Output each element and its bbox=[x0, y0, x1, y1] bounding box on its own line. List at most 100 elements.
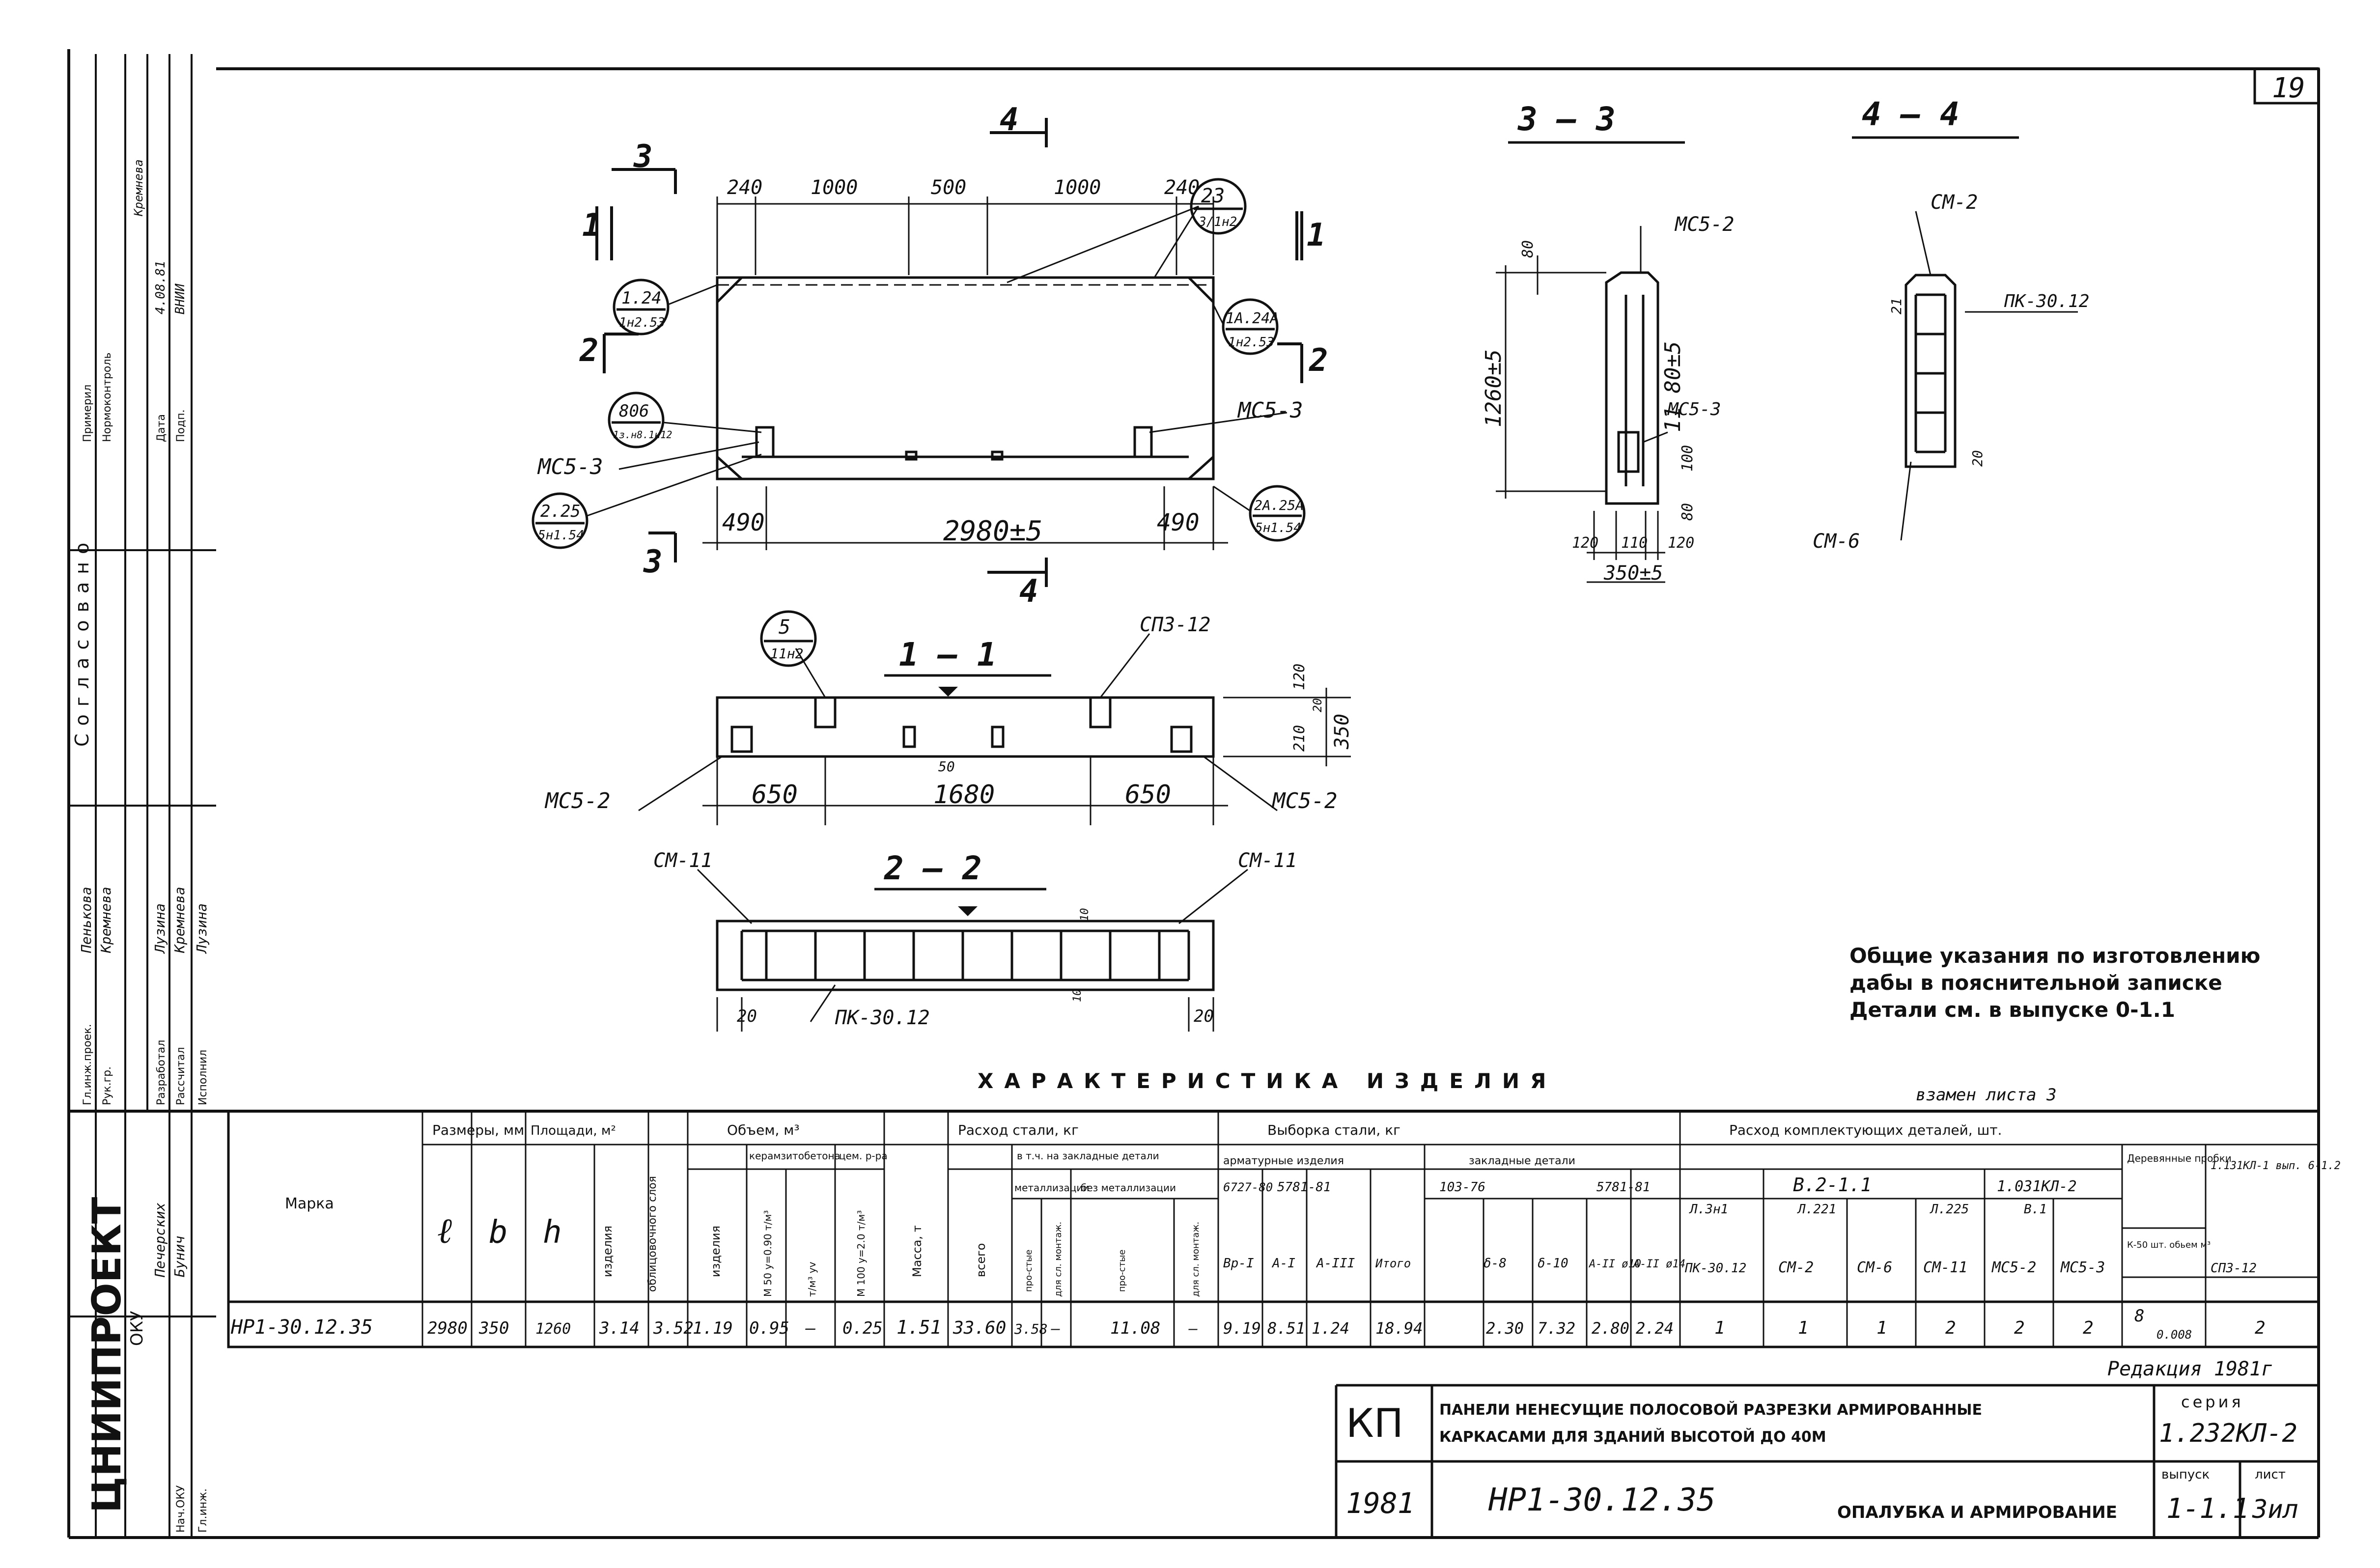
label-ms53-right: МС5-3 bbox=[1237, 398, 1303, 423]
hdr-steel-nomet: без металлизации bbox=[1081, 1182, 1176, 1194]
role-1: Рук.гр. bbox=[101, 1066, 113, 1105]
hdr-c-sm6: СМ-6 bbox=[1857, 1259, 1892, 1276]
cell-area-item: 3.14 bbox=[599, 1318, 640, 1338]
general-notes: Общие указания по изготовлению дабы в по… bbox=[1849, 944, 2260, 1022]
cell-e4: 2.24 bbox=[1636, 1319, 1674, 1338]
cell-c-sm2: 1 bbox=[1798, 1318, 1809, 1338]
top-name-0: Кремнева bbox=[132, 159, 145, 217]
section-mark-4-top: 4 bbox=[1000, 102, 1019, 138]
section-44-title: 4 — 4 bbox=[1862, 95, 1960, 133]
hdr-p-sub3: Л.225 bbox=[1930, 1202, 1969, 1217]
note-line-0: Общие указания по изготовлению bbox=[1849, 944, 2260, 968]
cell-e3: 2.80 bbox=[1592, 1319, 1629, 1338]
section-44-label-2: СМ-6 bbox=[1813, 530, 1860, 553]
section-22-label-0: СМ-11 bbox=[653, 849, 712, 872]
hdr-c-ms52: МС5-2 bbox=[1991, 1259, 2036, 1276]
hdr-steel-incl: в т.ч. на закладные детали bbox=[1017, 1150, 1159, 1162]
label-ms53-left: МС5-3 bbox=[537, 454, 603, 479]
section-22-dim-2: 10 bbox=[1079, 908, 1091, 922]
cell-steel-mont: — bbox=[1051, 1320, 1060, 1338]
hdr-a-aiii: А-III bbox=[1316, 1256, 1355, 1271]
callout-n-2: 1А.24А bbox=[1226, 310, 1279, 327]
top-role-1: Нормоконтроль bbox=[101, 353, 113, 442]
callout-ref-4: 5н1.54 bbox=[538, 528, 584, 543]
role2-1: Гл.инж. bbox=[197, 1488, 209, 1533]
cell-e2: 7.32 bbox=[1538, 1319, 1575, 1338]
hdr-area-item: изделия bbox=[601, 1226, 615, 1277]
section-mark-1-left: 1 bbox=[582, 207, 601, 244]
organization-label: ЦНИИПРОЕКТ bbox=[84, 1197, 130, 1513]
cell-c-ms53: 2 bbox=[2083, 1318, 2094, 1338]
dim-bottom-0: 490 bbox=[722, 509, 765, 536]
section-mark-1-right: 1 bbox=[1307, 217, 1326, 253]
title-subtitle: ОПАЛУБКА И АРМИРОВАНИЕ bbox=[1837, 1503, 2117, 1522]
name-3: Кремнева bbox=[171, 887, 188, 953]
dept-entry: ВНИИ bbox=[173, 283, 188, 314]
hdr-c-spz: СПЗ-12 bbox=[2211, 1261, 2257, 1276]
dim-top-0: 240 bbox=[727, 176, 762, 199]
hdr-mark: Марка bbox=[285, 1195, 334, 1212]
section-4-4: 4 — 4 СМ-2 ПК-30.12 СМ-6 21 20 bbox=[1813, 95, 2089, 553]
section-33-dimv-1: 1260±5 bbox=[1481, 349, 1506, 427]
dim-bottom-2: 490 bbox=[1157, 509, 1200, 536]
name2-0: Печерских bbox=[152, 1203, 168, 1278]
section-33-title: 3 — 3 bbox=[1517, 100, 1616, 138]
hdr-a-ai: А-I bbox=[1271, 1256, 1295, 1271]
hdr-p-sub5: К-50 шт. обьем м³ bbox=[2127, 1240, 2211, 1250]
hdr-a-bri: Вр-I bbox=[1223, 1256, 1254, 1271]
section-44-dim-0: 21 bbox=[1888, 298, 1904, 314]
cell-c-sm11: 2 bbox=[1945, 1318, 1956, 1338]
section-33-dimv-3: 100 bbox=[1679, 445, 1696, 472]
cell-vol-item: 1.19 bbox=[693, 1318, 733, 1338]
hdr-emb: закладные детали bbox=[1469, 1155, 1575, 1167]
level-marker-icon-2 bbox=[958, 906, 978, 916]
hdr-steel-total: всего bbox=[974, 1243, 988, 1277]
hdr-c-sm2: СМ-2 bbox=[1778, 1259, 1814, 1276]
name-0: Пенькова bbox=[78, 887, 94, 953]
hdr-arm: арматурные изделия bbox=[1223, 1155, 1344, 1167]
hdr-steel-met: металлизации bbox=[1014, 1182, 1089, 1194]
hdr-a-tot: Итого bbox=[1375, 1257, 1411, 1270]
hdr-c-ms53: МС5-3 bbox=[2060, 1259, 2105, 1276]
sheet-label: лист bbox=[2255, 1467, 2286, 1482]
hdr-steel: Расход стали, кг bbox=[958, 1122, 1079, 1138]
title-code: КП bbox=[1346, 1400, 1403, 1446]
callout-ref-0: 3/1н2 bbox=[1198, 215, 1237, 229]
hdr-c-pk: ПК-30.12 bbox=[1684, 1261, 1746, 1276]
note-line-2: Детали см. в выпуске 0-1.1 bbox=[1849, 998, 2175, 1022]
hdr-vol-cem: цем. р-ра bbox=[839, 1150, 888, 1162]
cell-a-bri: 9.19 bbox=[1223, 1319, 1261, 1338]
section-11-dimv-2: 20 bbox=[1311, 698, 1324, 712]
cell-l: 2980 bbox=[427, 1318, 468, 1338]
hdr-b: b bbox=[489, 1214, 508, 1251]
section-22-dim-0: 20 bbox=[737, 1007, 757, 1026]
section-33-dimh-0: 120 bbox=[1572, 534, 1598, 552]
cell-c-sm6: 1 bbox=[1876, 1318, 1887, 1338]
section-mark-4-bottom: 4 bbox=[1019, 573, 1038, 610]
callout-n-3: 806 bbox=[619, 401, 649, 421]
date-entry: 4.08.81 bbox=[153, 260, 168, 314]
hdr-p-sub2: Л.221 bbox=[1797, 1202, 1836, 1217]
hdr-p-grp2: 1.031КЛ-2 bbox=[1997, 1178, 2077, 1195]
title-line2: КАРКАСАМИ ДЛЯ ЗДАНИЙ ВЫСОТОЙ ДО 40М bbox=[1439, 1428, 1826, 1446]
section-33-dimv-0: 80 bbox=[1519, 240, 1537, 258]
hdr-area-clad: облицовочного слоя bbox=[646, 1176, 659, 1292]
section-mark-2-right: 2 bbox=[1309, 342, 1328, 379]
hdr-vol-cem1: М 100 у=2.0 т/м³ bbox=[855, 1210, 867, 1297]
hdr-std1: 6727-80 bbox=[1223, 1180, 1273, 1194]
name2-1: Бунич bbox=[171, 1236, 188, 1277]
hdr-sel: Выборка стали, кг bbox=[1267, 1122, 1400, 1138]
table-row: НР1-30.12.35 2980 350 1260 3.14 3.52 1.1… bbox=[230, 1306, 2266, 1342]
elevation-view: 240 1000 500 1000 240 490 2980±5 490 3 3… bbox=[532, 102, 1328, 610]
hdr-l: ℓ bbox=[437, 1210, 452, 1251]
hdr-e1: δ-8 bbox=[1484, 1256, 1507, 1271]
section-3-3: 3 — 3 МС5-2 МС5-3 80 1260±5 11 80±5 100 bbox=[1481, 100, 1734, 585]
hdr-vol-item: изделия bbox=[709, 1226, 723, 1277]
section-mark-3-top: 3 bbox=[633, 139, 653, 175]
cell-mass: 1.51 bbox=[896, 1316, 942, 1338]
section-2-2: 2 — 2 СМ-11 СМ- bbox=[653, 849, 1297, 1032]
section-11-callout-n: 5 bbox=[779, 616, 790, 639]
section-22-title: 2 — 2 bbox=[884, 849, 982, 887]
section-22-dim-1: 20 bbox=[1194, 1007, 1214, 1026]
role-4: Исполнил bbox=[197, 1050, 209, 1105]
